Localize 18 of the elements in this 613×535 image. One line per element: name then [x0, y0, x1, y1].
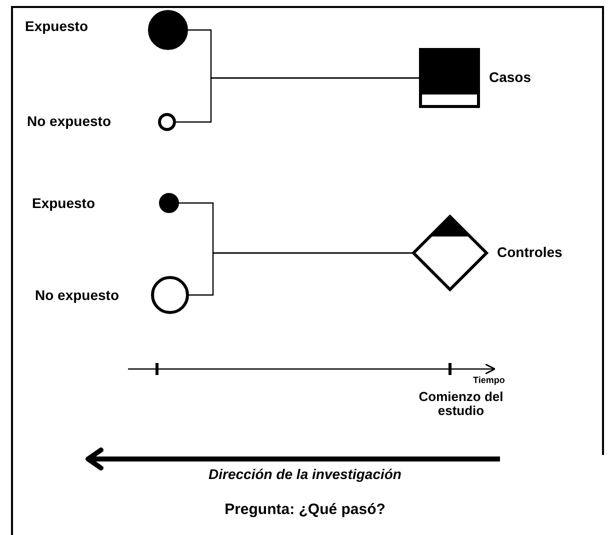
connector-line	[189, 252, 412, 296]
connector-line	[176, 77, 419, 123]
arrow-label: Dirección de la investigación	[208, 467, 402, 482]
open-circle	[158, 113, 176, 131]
filled-circle	[159, 193, 179, 213]
shape-label: No expuesto	[35, 288, 120, 304]
axis-note: Comienzo del estudio	[418, 390, 504, 419]
axis-label: Tiempo	[473, 376, 505, 386]
shape-label: No expuesto	[27, 114, 112, 130]
capped-diamond	[412, 215, 488, 291]
shape-label: Casos	[489, 70, 532, 86]
question-text: Pregunta: ¿Qué pasó?	[224, 502, 386, 518]
filled-circle	[148, 10, 188, 50]
open-circle	[151, 276, 189, 314]
group-label: Expuesto	[25, 19, 88, 34]
partly-filled-square	[419, 48, 480, 108]
shape-label: Controles	[497, 245, 562, 260]
group-label: Expuesto	[32, 196, 96, 212]
